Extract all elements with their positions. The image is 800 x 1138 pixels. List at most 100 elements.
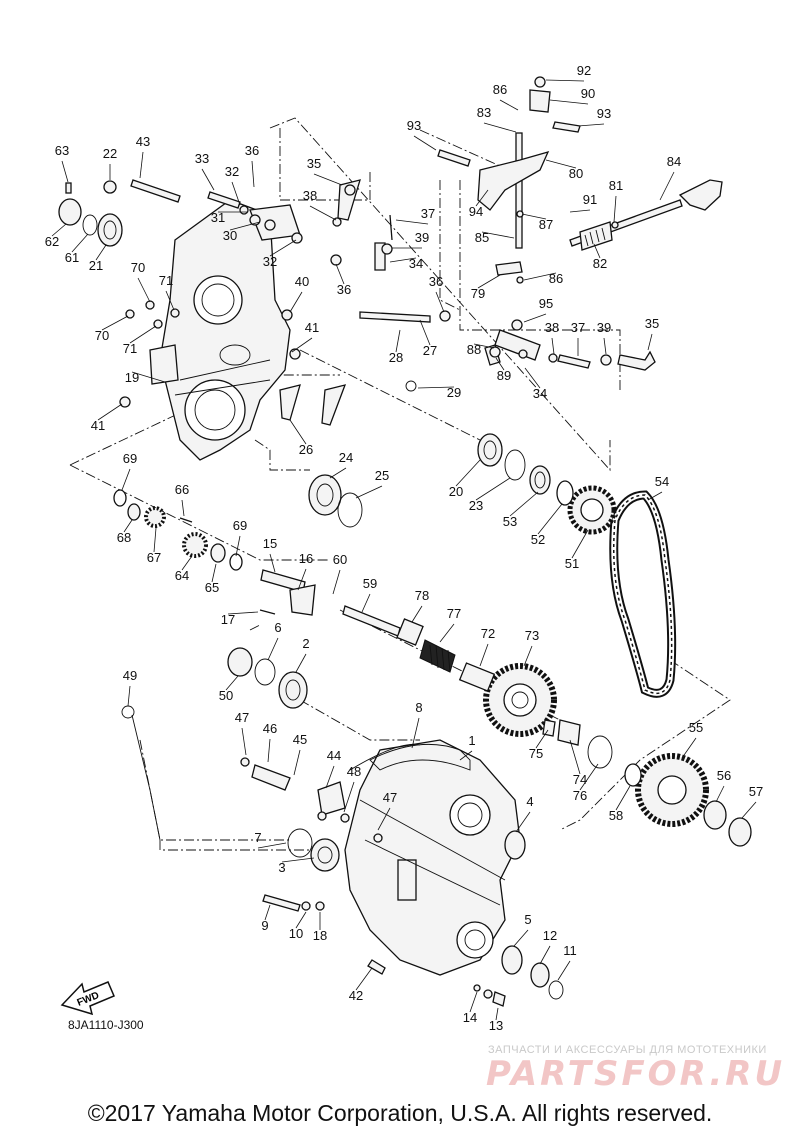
callout-38: 38: [303, 188, 317, 203]
leader-line: [251, 160, 255, 188]
callout-36: 36: [429, 274, 443, 289]
leader-line: [477, 274, 501, 289]
leader-line: [101, 315, 129, 331]
callout-56: 56: [717, 768, 731, 783]
leader-line: [515, 811, 531, 833]
callout-52: 52: [531, 532, 545, 547]
callout-65: 65: [205, 580, 219, 595]
leader-line: [343, 781, 355, 813]
watermark-caption: ЗАПЧАСТИ И АКСЕССУАРЫ ДЛЯ МОТОТЕХНИКИ: [488, 1044, 767, 1056]
callout-76: 76: [573, 788, 587, 803]
callout-21: 21: [89, 258, 103, 273]
callout-71: 71: [159, 273, 173, 288]
callout-45: 45: [293, 732, 307, 747]
leader-line: [121, 468, 131, 491]
callout-84: 84: [667, 154, 681, 169]
sprocket-upper: [567, 485, 617, 535]
leader-line: [325, 765, 335, 789]
leader-line: [201, 168, 215, 191]
callout-88: 88: [467, 342, 481, 357]
leader-line: [481, 231, 515, 239]
callout-7: 7: [254, 830, 261, 845]
leader-line: [523, 313, 547, 323]
callout-20: 20: [449, 484, 463, 499]
callout-60: 60: [333, 552, 347, 567]
callout-94: 94: [469, 204, 483, 219]
callout-43: 43: [136, 134, 150, 149]
leader-line: [361, 593, 371, 613]
callout-55: 55: [689, 720, 703, 735]
callout-35: 35: [307, 156, 321, 171]
callout-50: 50: [219, 688, 233, 703]
callout-24: 24: [339, 450, 353, 465]
callout-80: 80: [569, 166, 583, 181]
watermark-logo: PARTSFOR.RU: [486, 1054, 786, 1094]
callout-70: 70: [131, 260, 145, 275]
leader-line: [269, 239, 297, 257]
leader-line: [267, 637, 279, 661]
callout-39: 39: [597, 320, 611, 335]
leader-line: [535, 729, 549, 749]
callout-53: 53: [503, 514, 517, 529]
callout-27: 27: [423, 343, 437, 358]
callout-49: 49: [123, 668, 137, 683]
callout-37: 37: [421, 206, 435, 221]
leader-line: [313, 173, 343, 186]
leader-line: [499, 99, 519, 111]
callout-73: 73: [525, 628, 539, 643]
callout-13: 13: [489, 1018, 503, 1033]
callout-85: 85: [475, 230, 489, 245]
callout-75: 75: [529, 746, 543, 761]
leader-line: [127, 685, 131, 707]
callout-35: 35: [645, 316, 659, 331]
leader-line: [295, 911, 307, 929]
leader-line: [483, 122, 517, 133]
shafts: [121, 89, 723, 841]
leader-line: [613, 195, 617, 223]
leader-line: [545, 79, 585, 82]
diagram-code: 8JA1110-J300: [68, 1018, 144, 1032]
callout-81: 81: [609, 178, 623, 193]
callout-79: 79: [471, 286, 485, 301]
callout-23: 23: [469, 498, 483, 513]
leader-line: [459, 750, 473, 761]
leader-line: [264, 904, 271, 921]
callout-42: 42: [349, 988, 363, 1003]
leader-line: [137, 277, 151, 303]
callout-15: 15: [263, 536, 277, 551]
leader-line: [603, 337, 607, 355]
callout-14: 14: [463, 1010, 477, 1025]
leader-line: [231, 181, 241, 206]
callout-28: 28: [389, 350, 403, 365]
leader-line: [395, 329, 401, 353]
callout-31: 31: [211, 210, 225, 225]
leader-line: [389, 257, 417, 263]
leader-line: [417, 386, 455, 389]
callout-16: 16: [299, 551, 313, 566]
leader-line: [257, 842, 287, 849]
callout-89: 89: [497, 368, 511, 383]
leader-line: [557, 960, 571, 981]
callout-32: 32: [225, 164, 239, 179]
callout-39: 39: [415, 230, 429, 245]
callout-34: 34: [533, 386, 547, 401]
leader-line: [225, 675, 239, 691]
leader-line: [181, 499, 185, 517]
callout-82: 82: [593, 256, 607, 271]
leader-line: [551, 337, 555, 355]
callout-90: 90: [581, 86, 595, 101]
callout-40: 40: [295, 274, 309, 289]
leader-line: [475, 189, 489, 207]
leader-line: [329, 467, 347, 479]
callout-58: 58: [609, 808, 623, 823]
leader-line: [293, 749, 301, 776]
leader-line: [355, 967, 373, 991]
callout-17: 17: [221, 612, 235, 627]
leader-line: [241, 727, 247, 756]
assembly-lines: [69, 117, 731, 851]
leader-line: [395, 219, 429, 225]
leader-lines: [51, 79, 757, 1021]
callout-30: 30: [223, 228, 237, 243]
callout-22: 22: [103, 146, 117, 161]
callout-11: 11: [563, 943, 577, 958]
